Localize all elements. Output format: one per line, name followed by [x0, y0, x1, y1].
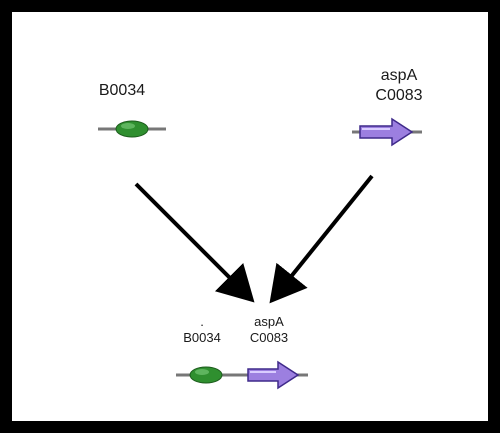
- input-left-rbs-icon: [98, 120, 166, 138]
- result-purple-arrow: [247, 360, 300, 390]
- result-right-id-label: C0083: [249, 330, 289, 345]
- result-left-id-label: B0034: [183, 330, 221, 345]
- input-right-purple-arrow: [359, 117, 414, 147]
- result-composite-icon: [176, 360, 308, 390]
- arrow-left-to-result: [134, 182, 255, 303]
- arrow-right-to-result: [269, 174, 374, 304]
- input-right-cds-icon: [352, 117, 422, 147]
- diagram-canvas: B0034 aspA C0083 . B0034 aspA: [12, 12, 488, 421]
- input-right-name-label: aspA: [380, 67, 418, 84]
- input-right-id-label: C0083: [375, 87, 423, 104]
- result-right-name-label: aspA: [254, 314, 284, 329]
- result-left-name-label: .: [200, 314, 204, 329]
- combination-arrows: [134, 174, 374, 304]
- input-left-id-label: B0034: [98, 82, 146, 99]
- result-green-oval: [189, 366, 223, 384]
